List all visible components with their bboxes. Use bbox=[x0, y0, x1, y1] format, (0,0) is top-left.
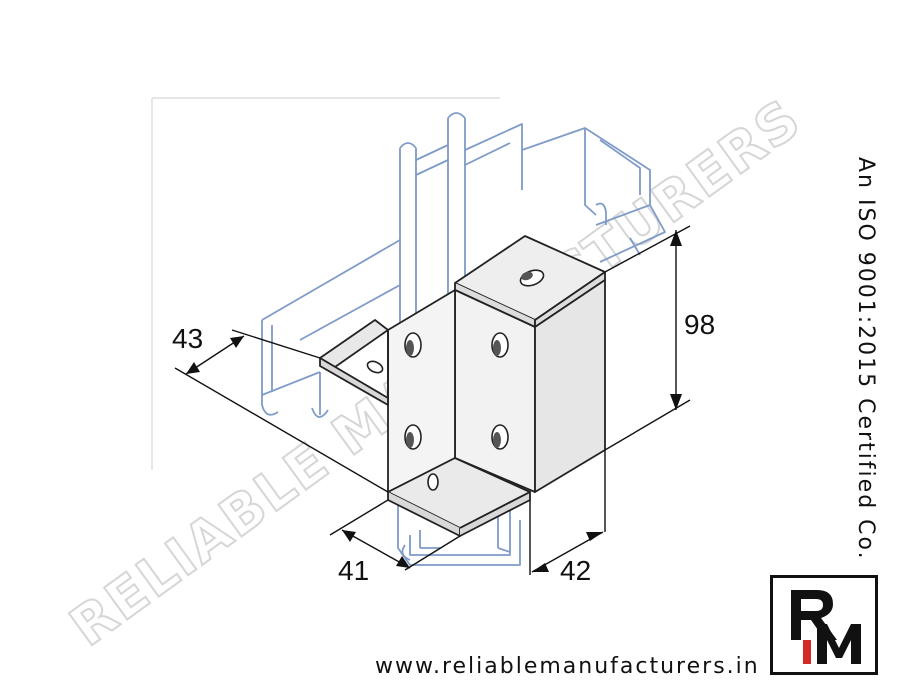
dim-label-right-flange: 42 bbox=[560, 555, 591, 586]
website-url[interactable]: www.reliablemanufacturers.in bbox=[375, 654, 760, 679]
bracket bbox=[319, 235, 606, 537]
iso-certification-text: An ISO 9001:2015 Certified Co. bbox=[853, 157, 878, 561]
dim-label-height: 98 bbox=[684, 309, 715, 340]
dim-label-front-flange: 41 bbox=[338, 555, 369, 586]
background-frame-lines bbox=[151, 97, 500, 470]
channel-outlines bbox=[261, 112, 666, 566]
rm-logo bbox=[770, 575, 878, 675]
dim-label-left-width: 43 bbox=[172, 323, 203, 354]
rm-logo-mark bbox=[791, 590, 861, 664]
dimension-lines bbox=[174, 225, 691, 575]
